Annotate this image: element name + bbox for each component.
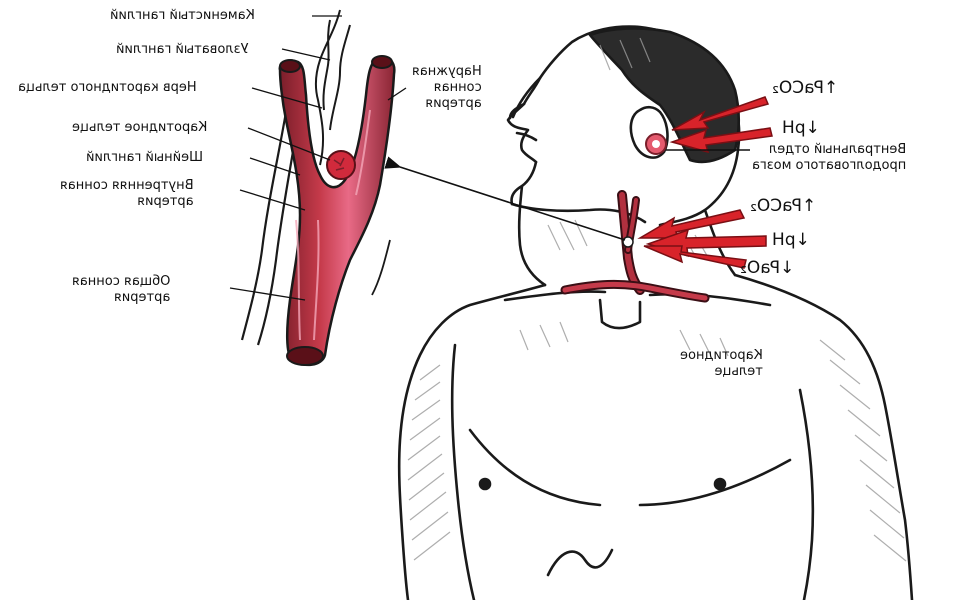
- nerve-fibers: [316, 10, 350, 165]
- label-common-carotid: Общая сонная артерия: [72, 274, 170, 306]
- right-nipple: [715, 479, 725, 489]
- neck-carotid-body: [623, 237, 633, 247]
- stimulus-carotid-paco2: ↑PaCO₂: [750, 196, 816, 216]
- label-external-carotid: Наружная сонная артерия: [412, 64, 482, 112]
- stimulus-brain-paco2: ↑PaCO₂: [772, 78, 838, 98]
- label-carotid-body-neck-line2: тельце: [680, 364, 763, 380]
- left-shoulder: [399, 285, 545, 600]
- label-common-carotid-line2: артерия: [72, 290, 170, 306]
- arrow-paco2-carotid: [640, 210, 744, 238]
- label-external-carotid-line3: артерия: [412, 96, 482, 112]
- label-ventral-medulla-line2: продолговатого мозга: [752, 158, 906, 174]
- label-internal-carotid: Внутренняя сонная артерия: [60, 178, 194, 210]
- label-petrosal-ganglion: Каменистый ганглий: [110, 8, 255, 23]
- label-internal-carotid-line1: Внутренняя сонная: [60, 178, 194, 194]
- label-ventral-medulla: Вентральный отдел продолговатого мозга: [752, 142, 906, 174]
- label-carotid-body-neck-line1: Каротидное: [680, 348, 763, 364]
- label-ventral-medulla-line1: Вентральный отдел: [752, 142, 906, 158]
- label-cervical-ganglion: Шейный ганглий: [86, 150, 203, 165]
- stimulus-carotid-ph: ↓pH: [772, 230, 810, 250]
- inset-pointer-arrow: [400, 167, 625, 240]
- stimulus-carotid-pao2: ↓PaO₂: [740, 258, 794, 278]
- label-external-carotid-line2: сонная: [412, 80, 482, 96]
- label-external-carotid-line1: Наружная: [412, 64, 482, 80]
- arrow-pao2-carotid: [644, 246, 746, 268]
- ica-opening: [280, 60, 300, 72]
- cca-opening: [287, 347, 323, 365]
- inset-artery-illustration: [242, 10, 394, 365]
- label-carotid-body-inset: Каротидное тельце: [72, 120, 207, 135]
- inset-artery-body: [280, 57, 395, 365]
- label-internal-carotid-line2: артерия: [60, 194, 194, 210]
- jaw: [512, 162, 536, 204]
- face-profile: [508, 78, 540, 162]
- neck-front: [519, 186, 545, 285]
- label-nodose-ganglion: Узловатый ганглий: [116, 42, 248, 57]
- label-carotid-sinus-nerve: Нерв каротидного тельца: [18, 80, 197, 95]
- label-common-carotid-line1: Общая сонная: [72, 274, 170, 290]
- pectorals: [470, 430, 790, 505]
- human-figure: [399, 27, 912, 600]
- label-carotid-body-neck: Каротидное тельце: [680, 348, 763, 380]
- eca-opening: [372, 56, 392, 68]
- right-shoulder: [735, 275, 912, 600]
- left-nipple: [480, 479, 490, 489]
- stimulus-brain-ph: ↓pH: [782, 118, 820, 138]
